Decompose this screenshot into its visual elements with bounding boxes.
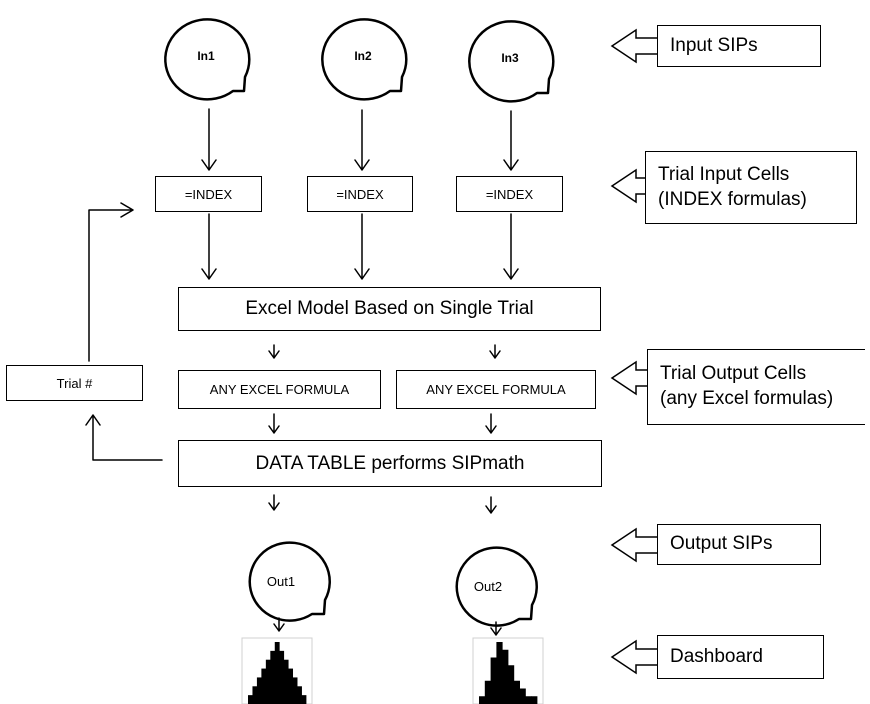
data-table-box: DATA TABLE performs SIPmath [178, 440, 602, 487]
output-formula-2: ANY EXCEL FORMULA [396, 370, 596, 409]
callout-trial-input-line1: Trial Input Cells [658, 163, 790, 185]
histogram-1-bar [265, 659, 271, 704]
histogram-2-bar [484, 680, 491, 704]
callout-trial-output-cells: Trial Output Cells (any Excel formulas) [647, 349, 865, 425]
histogram-1-bar [283, 659, 289, 704]
arrow-datatable-out2 [485, 496, 497, 514]
arrow-out2-histogram [490, 621, 502, 636]
histogram-2-bar [508, 665, 515, 704]
histogram-1-bar [248, 695, 253, 704]
callout-arrow-trial-output [610, 360, 649, 396]
callout-dashboard-label: Dashboard [670, 645, 763, 667]
histogram-2-bar [531, 696, 538, 704]
histogram-2-bar [490, 657, 497, 704]
arrow-trial-index [88, 202, 134, 362]
sip-shape-in3 [468, 20, 555, 103]
callout-trial-output-line1: Trial Output Cells [660, 363, 807, 385]
callout-input-sips-label: Input SIPs [670, 34, 758, 56]
histogram-2-bar [502, 649, 509, 704]
index-cell-3: =INDEX [456, 176, 563, 212]
histogram-2-bar [513, 680, 520, 704]
arrow-formula1-datatable [268, 413, 280, 434]
arrow-in1-index [201, 108, 217, 171]
callout-arrow-output-sips [610, 527, 659, 563]
arrow-index1-model [201, 213, 217, 280]
histogram-1-bar [270, 650, 276, 704]
sip-shape-out1 [248, 541, 331, 622]
callout-output-sips: Output SIPs [657, 524, 821, 565]
callout-input-sips: Input SIPs [657, 25, 821, 67]
arrow-model-formula1 [268, 344, 280, 359]
histogram-1-bar [297, 686, 302, 704]
histogram-2-bar [479, 696, 486, 704]
index-cell-2: =INDEX [307, 176, 413, 212]
output-formula-1: ANY EXCEL FORMULA [178, 370, 381, 409]
arrow-index3-model [503, 213, 519, 280]
arrow-datatable-out1 [268, 494, 280, 511]
arrow-formula2-datatable [485, 413, 497, 434]
arrow-datatable-trial [85, 414, 163, 461]
callout-arrow-trial-input [610, 168, 647, 204]
arrow-model-formula2 [489, 344, 501, 359]
histogram-1-bar [256, 677, 262, 704]
callout-dashboard: Dashboard [657, 635, 824, 679]
histogram-1-bar [288, 668, 294, 704]
arrow-out1-histogram [273, 617, 285, 632]
callout-arrow-input-sips [610, 28, 659, 64]
sip-shape-out2 [455, 546, 538, 627]
arrow-in2-index [354, 109, 370, 171]
sip-shape-in1 [164, 18, 251, 101]
excel-model-box: Excel Model Based on Single Trial [178, 287, 601, 331]
histogram-2-bar [525, 696, 532, 704]
trial-number-box: Trial # [6, 365, 143, 401]
callout-trial-input-line2: (INDEX formulas) [658, 188, 807, 210]
histogram-1-bar [279, 650, 285, 704]
histogram-1-bar [252, 686, 258, 704]
histogram-1-bar [274, 642, 280, 704]
sip-shape-in2 [321, 18, 408, 101]
index-cell-1: =INDEX [155, 176, 262, 212]
callout-trial-input-cells: Trial Input Cells (INDEX formulas) [645, 151, 857, 224]
histogram-2-bar [519, 688, 526, 704]
histogram-1-bar [292, 677, 298, 704]
callout-trial-output-line2: (any Excel formulas) [660, 388, 834, 409]
callout-arrow-dashboard [610, 639, 659, 675]
arrow-in3-index [503, 110, 519, 171]
arrow-index2-model [354, 213, 370, 280]
histogram-2-bar [496, 642, 503, 704]
histogram-1-bar [261, 668, 267, 704]
histogram-1-bar [301, 695, 307, 704]
callout-output-sips-label: Output SIPs [670, 533, 773, 555]
